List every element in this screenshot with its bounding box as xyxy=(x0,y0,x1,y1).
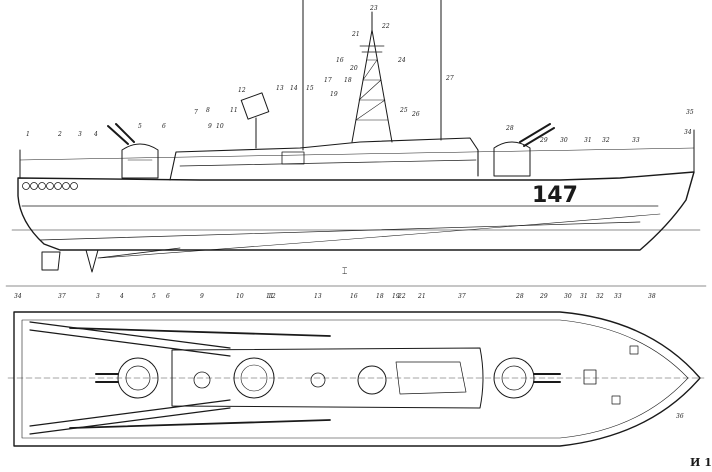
callout-label: 12 xyxy=(238,87,246,94)
callout-label: 36 xyxy=(676,413,684,420)
callout-label: 16 xyxy=(336,57,344,64)
mast-base-plan xyxy=(357,365,387,395)
callout-label: 2 xyxy=(57,131,62,138)
waterline xyxy=(39,221,641,241)
callout-label: 26 xyxy=(411,111,420,118)
callout-label: 22 xyxy=(381,23,390,30)
callout-label: 29 xyxy=(539,137,548,144)
callout-label: 12 xyxy=(268,293,276,300)
superstructure xyxy=(169,137,479,181)
callout-label: 5 xyxy=(152,293,156,300)
callout-label: 1 xyxy=(26,131,30,138)
callout-label: 31 xyxy=(580,293,588,300)
forward-turret-plan xyxy=(493,357,535,399)
callout-label: 10 xyxy=(216,123,224,130)
side-view: 147 ⌶ xyxy=(11,0,701,277)
callout-label: 4 xyxy=(119,293,124,300)
callout-label: 25 xyxy=(399,107,408,114)
life-ring-plan xyxy=(193,371,211,389)
radar-antenna xyxy=(240,92,270,149)
rudder xyxy=(41,251,61,271)
depth-charge-racks xyxy=(22,182,78,190)
callout-label: 5 xyxy=(138,123,142,130)
callout-label: 22 xyxy=(397,293,406,300)
callout-label: 19 xyxy=(392,293,400,300)
callout-label: 37 xyxy=(58,293,66,300)
deck-outline xyxy=(13,311,701,447)
forward-gun-turret xyxy=(493,123,555,177)
callout-label: 7 xyxy=(194,109,198,116)
callout-label: 9 xyxy=(208,123,212,130)
callout-label: 38 xyxy=(648,293,656,300)
plan-view xyxy=(5,285,707,447)
callout-label: 34 xyxy=(684,129,692,136)
callout-label: 6 xyxy=(162,123,166,130)
superstructure-deck xyxy=(179,159,477,167)
callout-label: 8 xyxy=(206,107,210,114)
callout-label: 18 xyxy=(344,77,352,84)
torpedo-tube xyxy=(69,327,331,429)
callout-label: 3 xyxy=(96,293,100,300)
superstructure-plan xyxy=(171,347,484,409)
callout-label: 11 xyxy=(266,293,274,300)
callout-label: 29 xyxy=(539,293,548,300)
hull-number: 147 xyxy=(532,183,578,208)
callout-label: 24 xyxy=(397,57,406,64)
callout-label: 10 xyxy=(236,293,244,300)
callout-label: 21 xyxy=(417,293,426,300)
callout-label: 32 xyxy=(602,137,610,144)
callout-label: 13 xyxy=(314,293,322,300)
deck-edge xyxy=(21,319,689,439)
propeller-shaft xyxy=(97,247,181,259)
callout-label: 4 xyxy=(93,131,98,138)
torpedo-rail-starboard xyxy=(29,399,231,435)
side-view-callouts: 1 2 3 4 5 6 7 8 9 10 11 12 13 14 15 16 1… xyxy=(26,5,694,144)
radar-plan xyxy=(233,357,275,399)
callout-label: 3 xyxy=(78,131,82,138)
figure-label: И 1 xyxy=(690,456,712,469)
callout-label: 37 xyxy=(458,293,466,300)
callout-label: 23 xyxy=(369,5,378,12)
callout-label: 13 xyxy=(276,85,284,92)
callout-label: 33 xyxy=(614,293,622,300)
callout-label: 35 xyxy=(686,109,694,116)
callout-label: 20 xyxy=(349,65,358,72)
callout-label: 9 xyxy=(200,293,204,300)
hull-outline xyxy=(17,171,695,251)
callout-label: 15 xyxy=(306,85,314,92)
propeller xyxy=(85,249,99,273)
aft-gun-turret xyxy=(107,123,159,179)
torpedo-rail-port xyxy=(29,321,231,357)
callout-label: 11 xyxy=(230,107,238,114)
callout-label: 32 xyxy=(596,293,604,300)
callout-label: 6 xyxy=(166,293,170,300)
lattice-mast xyxy=(351,11,393,143)
deck-rail xyxy=(19,147,695,161)
callout-label: 34 xyxy=(14,293,22,300)
bridge-window xyxy=(281,151,305,165)
callout-label: 27 xyxy=(445,75,454,82)
callout-label: 28 xyxy=(515,293,524,300)
plan-view-callouts: 34 37 3 4 5 6 9 10 11 12 13 16 18 19 22 … xyxy=(14,293,684,420)
callout-label: 14 xyxy=(290,85,298,92)
callout-label: 19 xyxy=(330,91,338,98)
callout-label: 30 xyxy=(560,137,568,144)
callout-label: 17 xyxy=(324,77,332,84)
callout-label: 21 xyxy=(351,31,360,38)
callout-label: 33 xyxy=(632,137,640,144)
callout-label: 31 xyxy=(584,137,592,144)
callout-label: 30 xyxy=(564,293,572,300)
callout-label: 16 xyxy=(350,293,358,300)
centerline-symbol: ⌶ xyxy=(342,267,347,277)
chine-line xyxy=(99,213,661,259)
callout-label: 18 xyxy=(376,293,384,300)
callout-label: 28 xyxy=(505,125,514,132)
aft-turret-plan xyxy=(117,357,159,399)
